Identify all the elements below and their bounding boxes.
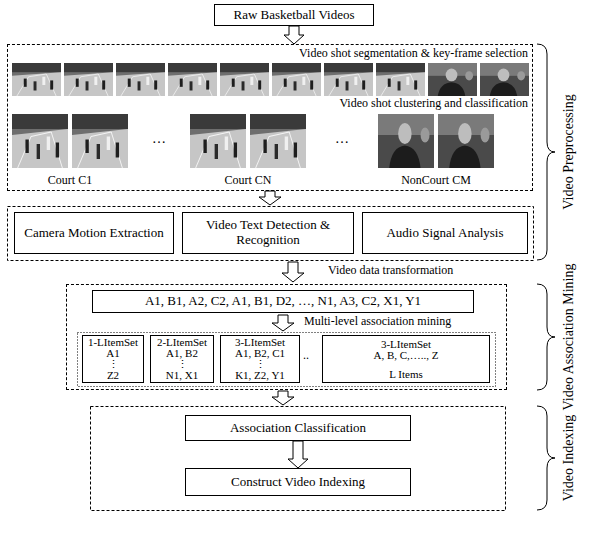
node-text: ⋮ [177,359,188,370]
ellipsis: … [335,131,349,147]
key-frame [116,63,165,96]
dashed-group [91,407,506,511]
cluster-frame [438,114,494,168]
cluster-caption: Court C1 [12,174,128,188]
node-text: A1, B2 [166,348,198,359]
node-text: Video Text Detection & Recognition [187,218,349,248]
process-box: Association Classification [185,415,411,441]
key-frame [324,63,373,96]
key-frame [480,63,529,96]
key-frame [12,63,61,96]
node-text: 3-LItemSet [381,339,431,350]
itemset-box: 2-LItemSetA1, B2⋮N1, X1 [150,335,214,383]
shot-cluster: Court C1 [12,114,128,189]
node-text: 2-LItemSet [157,337,207,348]
node-text: Z2 [107,370,119,381]
section-brace [537,44,555,260]
flow-arrow [259,191,281,205]
key-frame [220,63,269,96]
step-label: Multi-level association mining [304,315,451,329]
key-frame [64,63,113,96]
process-box: Camera Motion Extraction [14,212,174,254]
process-box: Video Text Detection & Recognition [182,212,354,254]
section-heading: Video shot clustering and classification [339,97,528,111]
cluster-caption: Court CN [190,174,306,188]
itemset-box: 1-LItemSetA1⋮Z2 [82,335,144,383]
sequence-box: A1, B1, A2, C2, A1, B1, D2, …, N1, A3, C… [92,290,474,313]
key-frame [272,63,321,96]
section-brace [537,406,555,510]
node-text: Raw Basketball Videos [233,8,354,23]
cluster-caption: NonCourt CM [378,174,494,188]
cluster-frame [190,114,246,168]
cluster-frame [72,114,128,168]
node-text: A, B, C,….., Z [373,350,438,361]
process-box: Construct Video Indexing [185,468,411,496]
process-box: Audio Signal Analysis [362,212,528,254]
section-brace [537,284,555,390]
dashed-region: Video shot segmentation & key-frame sele… [7,44,533,191]
node-text: ⋮ [255,359,266,370]
node-text: Association Classification [230,421,366,436]
node-text: K1, Z2, Y1 [235,370,285,381]
key-frame [168,63,217,96]
shot-cluster: NonCourt CM [378,114,494,189]
ellipsis: .. [303,349,309,363]
itemset-box: 3-LItemSetA, B, C,….., Z L Items [322,335,490,383]
step-label: Video data transformation [328,264,453,278]
node-text: L Items [389,369,423,380]
dotted-group [78,333,496,387]
node-text: Construct Video Indexing [231,475,365,490]
flow-arrow [282,262,304,282]
section-label: Video Association Mining [561,264,577,411]
section-label: Video Preprocessing [561,94,577,209]
cluster-frame [378,114,434,168]
cluster-frame [12,114,68,168]
node-text: Camera Motion Extraction [24,226,163,241]
flow-arrow [288,441,308,468]
node-text: A1 [106,348,119,359]
source-box: Raw Basketball Videos [214,4,374,26]
node-text: 3-LItemSet [235,337,285,348]
section-label: Video Indexing [561,415,577,502]
node-text: 1-LItemSet [88,337,138,348]
flow-arrow [272,315,294,331]
node-text: ⋮ [108,359,119,370]
itemset-box: 3-LItemSetA1, B2, C1⋮K1, Z2, Y1 [220,335,300,383]
key-frame [428,63,477,96]
section-heading: Video shot segmentation & key-frame sele… [299,47,528,61]
flow-arrow [272,391,294,405]
flow-arrow [284,26,304,44]
node-text: A1, B1, A2, C2, A1, B1, D2, …, N1, A3, C… [145,294,421,309]
dashed-group [8,207,534,261]
node-text: Audio Signal Analysis [386,226,503,241]
shot-cluster: Court CN [190,114,306,189]
node-text: A1, B2, C1 [235,348,285,359]
node-text: N1, X1 [166,370,198,381]
dashed-region: Video data transformationMulti-level ass… [66,284,507,390]
cluster-frame [250,114,306,168]
key-frame [376,63,425,96]
ellipsis: … [152,131,166,147]
